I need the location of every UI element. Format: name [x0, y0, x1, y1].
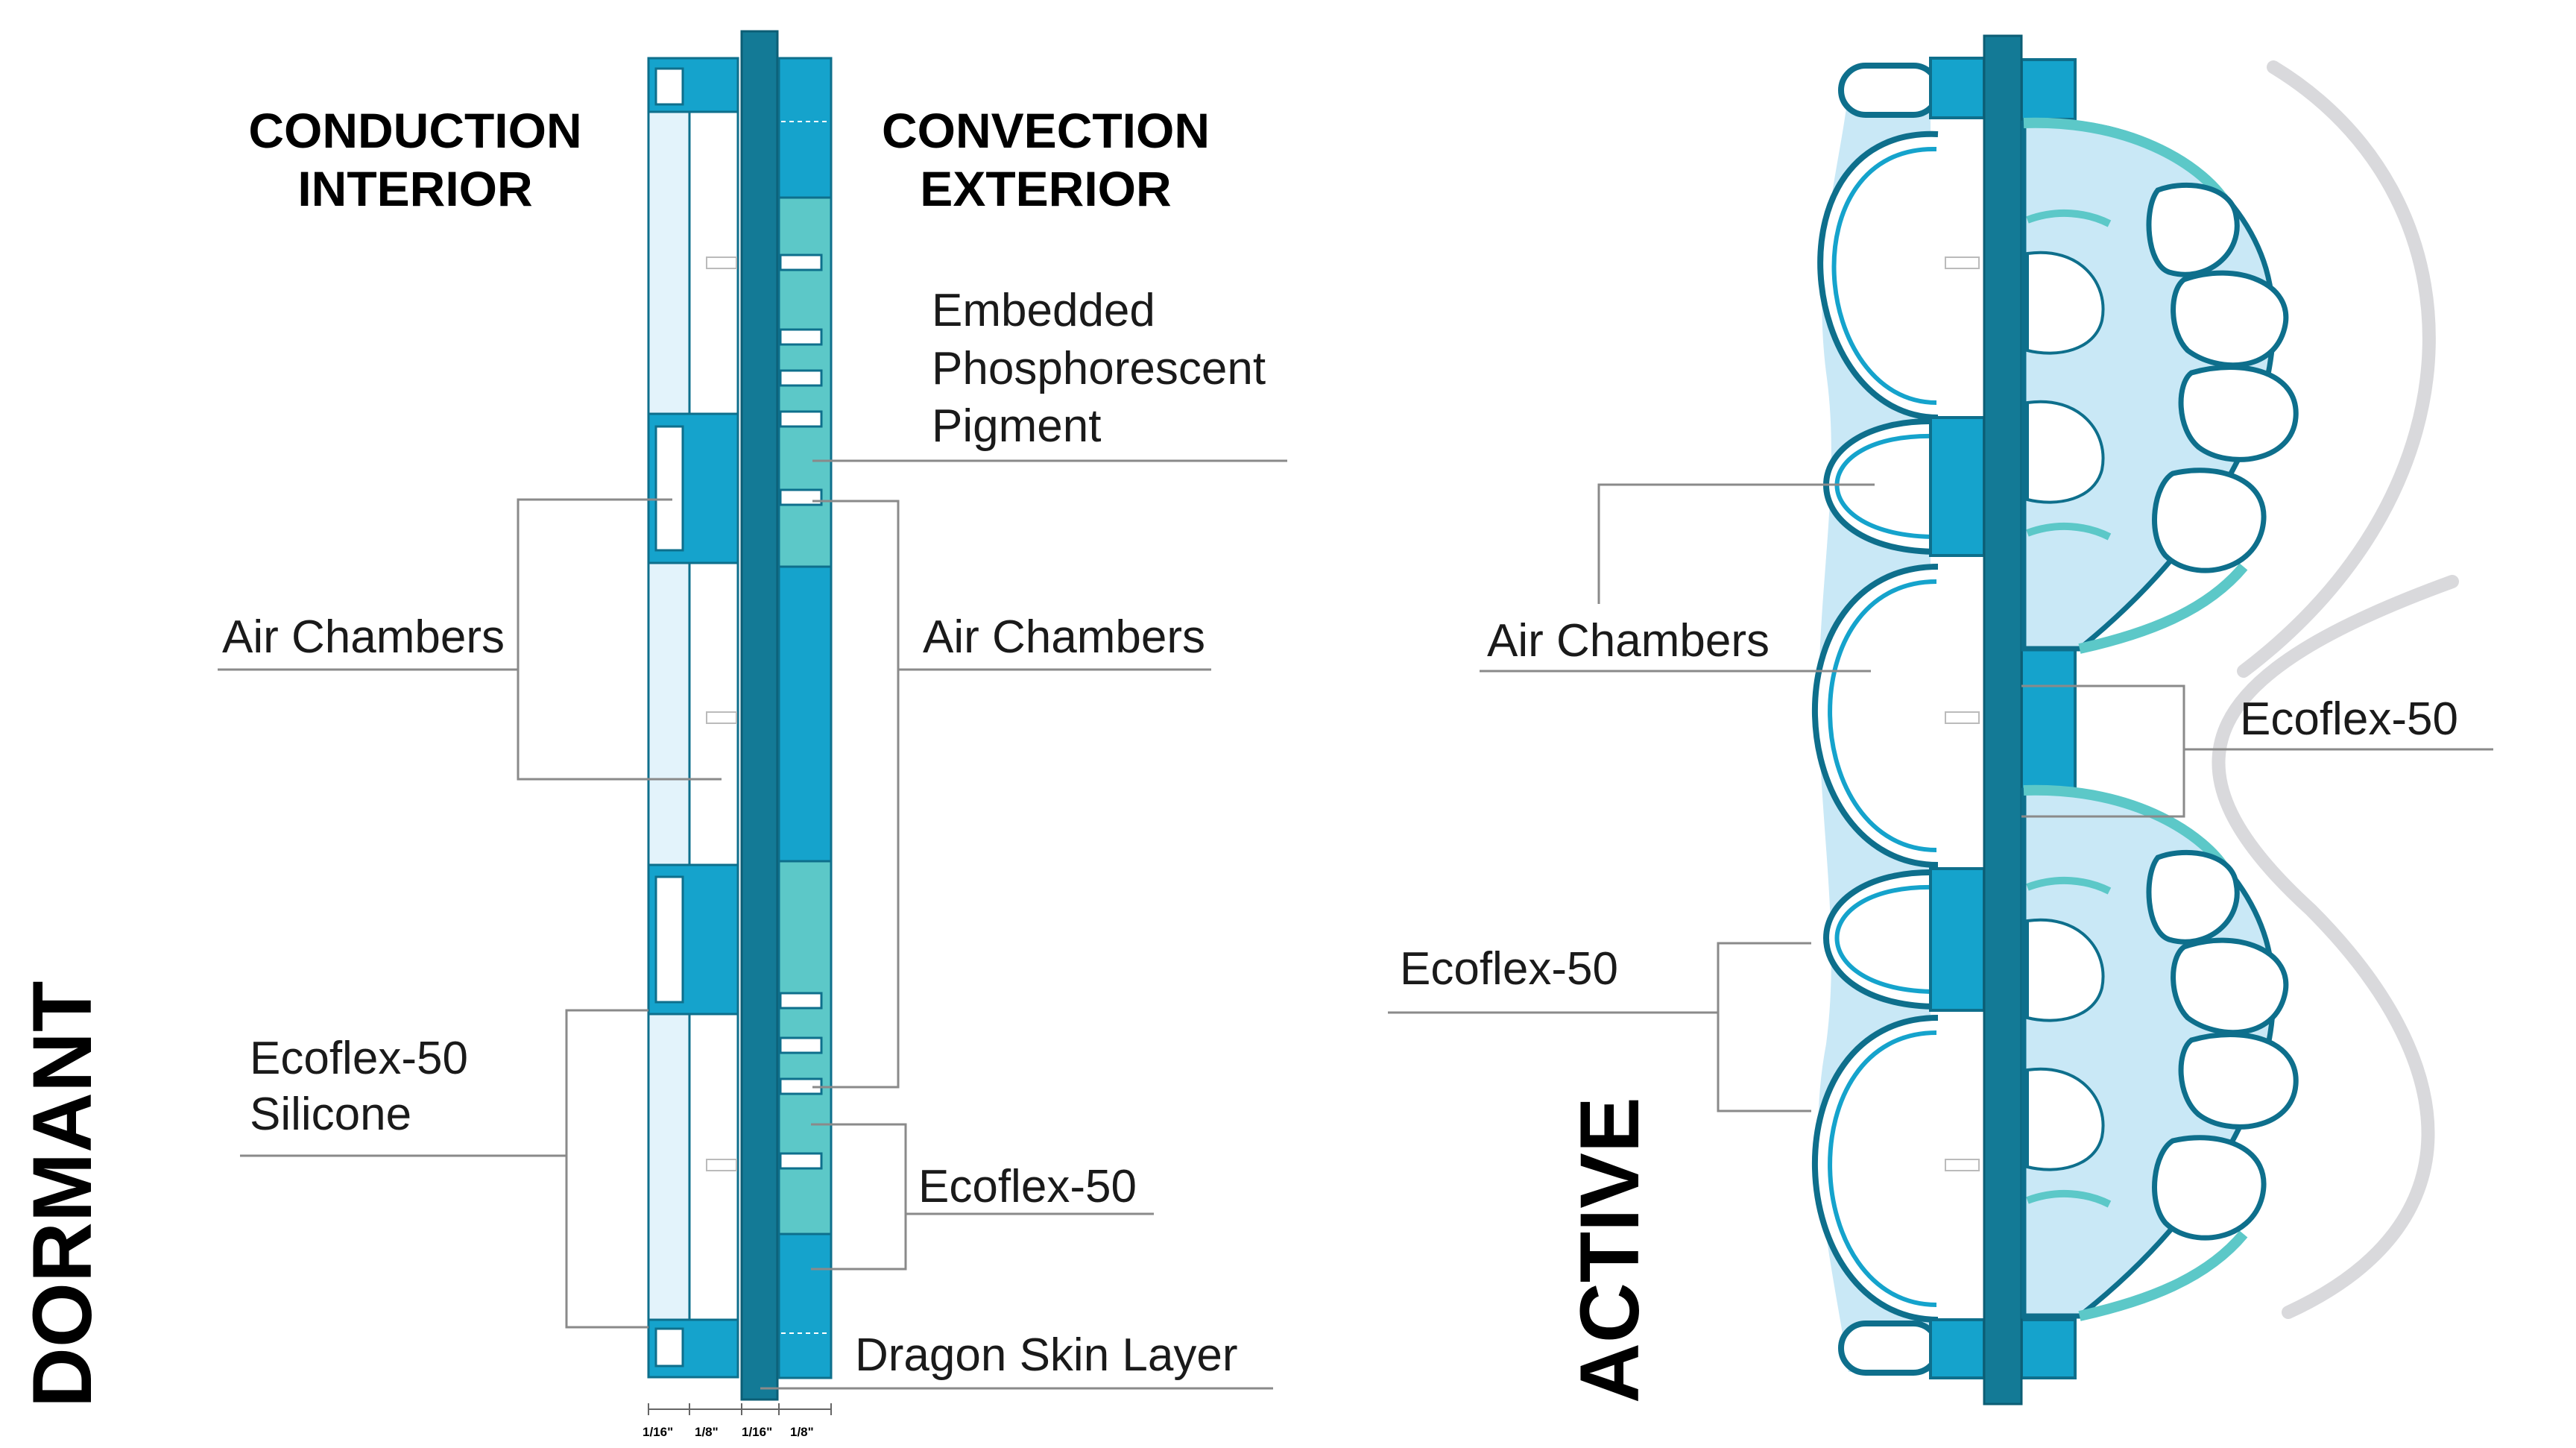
dormant-interior-layer — [647, 58, 691, 1377]
active-ecoflex-block — [1929, 1318, 1986, 1379]
heat-wave — [2212, 575, 2459, 1319]
air-chambers-left-label: Air Chambers — [222, 611, 505, 663]
active-air-chambers-label: Air Chambers — [1487, 615, 1770, 667]
air-chambers-right-label: Air Chambers — [923, 611, 1205, 663]
active-petal-cluster — [2021, 784, 2299, 1321]
active-ecoflex-block — [1929, 867, 1986, 1012]
dimension-label: 1/16" — [742, 1425, 772, 1439]
pigment-label: Pigment — [932, 400, 1101, 452]
ecoflex-silicone-label: Silicone — [250, 1089, 411, 1140]
active-strip — [1811, 34, 2459, 1405]
dormant-small-chamber — [654, 67, 684, 106]
exterior-heading: EXTERIOR — [920, 161, 1171, 216]
dormant-strip — [647, 30, 833, 1401]
dormant-callouts: Embedded Phosphorescent Pigment Air Cham… — [218, 285, 1287, 1390]
interior-heading: INTERIOR — [297, 161, 532, 216]
ecoflex-silicone-label: Ecoflex-50 — [250, 1033, 468, 1084]
dormant-small-chamber — [654, 875, 684, 1004]
dormant-air-column — [688, 58, 739, 1377]
active-ecoflex-block — [1929, 416, 1986, 557]
heat-wave — [2237, 60, 2436, 678]
interior-heading: CONDUCTION — [248, 103, 581, 158]
active-state-label: ACTIVE — [1563, 1097, 1656, 1403]
active-callouts: Air Chambers Ecoflex-50 Ecoflex-50 — [1388, 483, 2493, 1112]
active-ecoflex-top — [2020, 58, 2077, 121]
active-petal-cluster — [2021, 117, 2299, 654]
dimension-label: 1/8" — [790, 1425, 814, 1439]
pigment-label: Embedded — [932, 285, 1155, 336]
exterior-heading: CONVECTION — [882, 103, 1210, 158]
active-large-chamber — [1817, 130, 1939, 421]
dimension-label: 1/8" — [695, 1425, 719, 1439]
dormant-small-chamber — [654, 425, 684, 552]
dormant-state-label: DORMANT — [16, 981, 109, 1408]
active-cap — [1838, 1320, 1941, 1376]
active-cap — [1838, 63, 1941, 118]
ecoflex-right-label: Ecoflex-50 — [918, 1161, 1137, 1212]
dimension-scale: 1/16" 1/8" 1/16" 1/8" — [643, 1403, 832, 1439]
active-ecoflex-bottom — [2020, 1318, 2077, 1379]
pigment-label: Phosphorescent — [932, 343, 1266, 394]
dragon-skin-label: Dragon Skin Layer — [855, 1329, 1238, 1381]
active-ecoflex-right-label: Ecoflex-50 — [2240, 693, 2458, 745]
active-ecoflex-left-label: Ecoflex-50 — [1400, 943, 1618, 995]
dormant-small-chamber — [654, 1327, 684, 1367]
active-dragon-skin-layer — [1983, 34, 2023, 1405]
active-ecoflex-mid — [2020, 647, 2077, 792]
dormant-dragon-skin-layer — [740, 30, 779, 1401]
active-ecoflex-block — [1929, 57, 1986, 119]
dimension-label: 1/16" — [643, 1425, 673, 1439]
